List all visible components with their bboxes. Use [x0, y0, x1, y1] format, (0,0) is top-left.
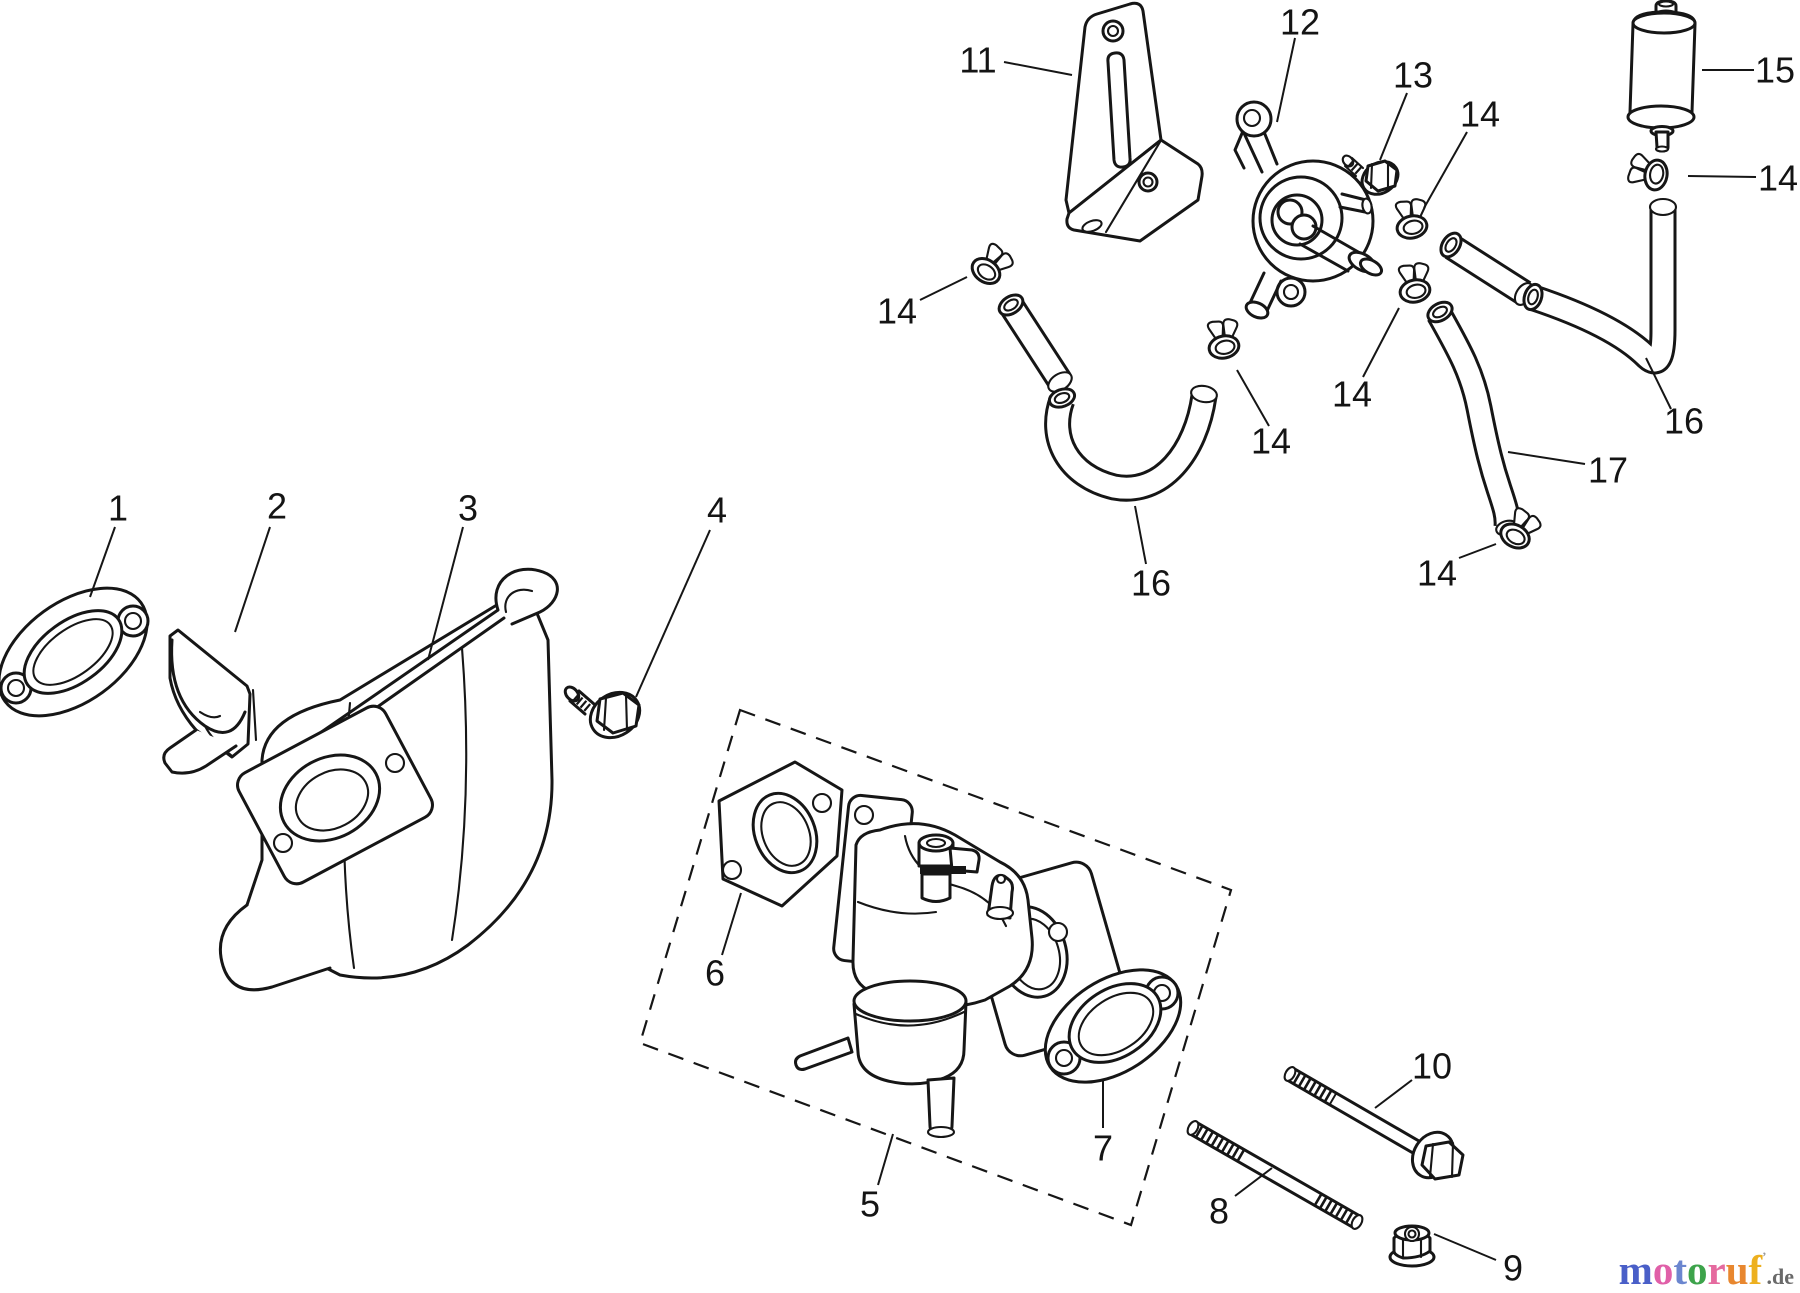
bolt-10-drawing — [1283, 1066, 1465, 1181]
logo-letter-t: t — [1673, 1247, 1687, 1293]
part-label-11: 11 — [959, 40, 996, 81]
leader-line-part-14 — [919, 276, 968, 301]
bolt-13-drawing — [1341, 154, 1400, 196]
part-label-13: 13 — [1393, 55, 1433, 96]
motoruf-logo: motoruf’.de — [1619, 1250, 1794, 1291]
leader-line-part-1 — [89, 526, 116, 598]
leader-line-part-8 — [1234, 1167, 1273, 1197]
fuel-filter-15-drawing — [1626, 0, 1697, 153]
part-label-10: 10 — [1412, 1046, 1452, 1087]
leader-line-part-4 — [635, 529, 711, 698]
leader-line-part-16 — [1645, 357, 1672, 410]
heat-shield-3-drawing — [218, 567, 559, 992]
leader-line-part-14 — [1423, 131, 1468, 209]
leader-line-part-12 — [1276, 37, 1296, 123]
fuel-hose-16-drawing — [997, 197, 1678, 502]
part-label-15: 15 — [1755, 50, 1795, 91]
leader-line-part-16 — [1134, 505, 1147, 565]
leader-line-part-5 — [877, 1133, 894, 1186]
nut-9-drawing — [1388, 1224, 1436, 1268]
part-label-5: 5 — [860, 1184, 880, 1225]
part-label-16: 16 — [1664, 401, 1704, 442]
deflector-2-drawing — [162, 628, 258, 775]
part-label-14: 14 — [1417, 553, 1457, 594]
part-label-14: 14 — [1758, 158, 1798, 199]
bracket-11-drawing — [1064, 1, 1204, 243]
leader-line-part-14 — [1687, 175, 1757, 178]
part-label-17: 17 — [1588, 450, 1628, 491]
leader-line-part-10 — [1374, 1079, 1413, 1109]
motoruf-domain-suffix: .de — [1766, 1264, 1795, 1289]
leader-line-part-14 — [1236, 369, 1270, 427]
part-label-14: 14 — [877, 291, 917, 332]
logo-letter-m: m — [1618, 1247, 1653, 1293]
motoruf-letters: motoruf — [1619, 1247, 1762, 1293]
part-label-1: 1 — [108, 488, 128, 529]
leader-line-part-14 — [1458, 543, 1497, 559]
motoruf-mark: ’ — [1762, 1249, 1767, 1264]
bolt-4-drawing — [563, 685, 642, 740]
part-label-7: 7 — [1093, 1128, 1113, 1169]
leader-line-part-17 — [1507, 451, 1586, 465]
logo-letter-u: u — [1725, 1247, 1749, 1293]
part-label-14: 14 — [1460, 94, 1500, 135]
leader-line-part-11 — [1003, 61, 1073, 76]
leader-line-part-2 — [234, 526, 271, 633]
stud-8-drawing — [1186, 1120, 1364, 1230]
gasket-7-drawing — [1043, 968, 1183, 1084]
part-label-12: 12 — [1280, 2, 1320, 43]
leader-line-part-6 — [721, 892, 742, 956]
logo-letter-o: o — [1686, 1247, 1708, 1293]
part-label-14: 14 — [1332, 374, 1372, 415]
leader-line-part-3 — [427, 526, 464, 661]
part-label-9: 9 — [1503, 1248, 1523, 1289]
leader-line-part-13 — [1379, 92, 1408, 161]
gasket-1-drawing — [0, 586, 150, 718]
logo-letter-f: f — [1748, 1247, 1763, 1293]
part-label-8: 8 — [1209, 1191, 1229, 1232]
logo-letter-o: o — [1652, 1247, 1674, 1293]
leader-line-part-14 — [1362, 307, 1400, 378]
part-label-16: 16 — [1131, 563, 1171, 604]
leader-line-part-9 — [1433, 1233, 1497, 1261]
part-label-2: 2 — [267, 486, 287, 527]
gasket-6-drawing — [717, 760, 844, 908]
carburetor-5-drawing — [794, 793, 1133, 1139]
fuel-pump-12-drawing — [1233, 100, 1384, 320]
part-label-4: 4 — [707, 490, 727, 531]
part-label-6: 6 — [705, 953, 725, 994]
logo-letter-r: r — [1707, 1247, 1726, 1293]
assembly-5-dashed-box — [638, 708, 1233, 1227]
part-label-3: 3 — [458, 488, 478, 529]
part-label-14: 14 — [1251, 421, 1291, 462]
